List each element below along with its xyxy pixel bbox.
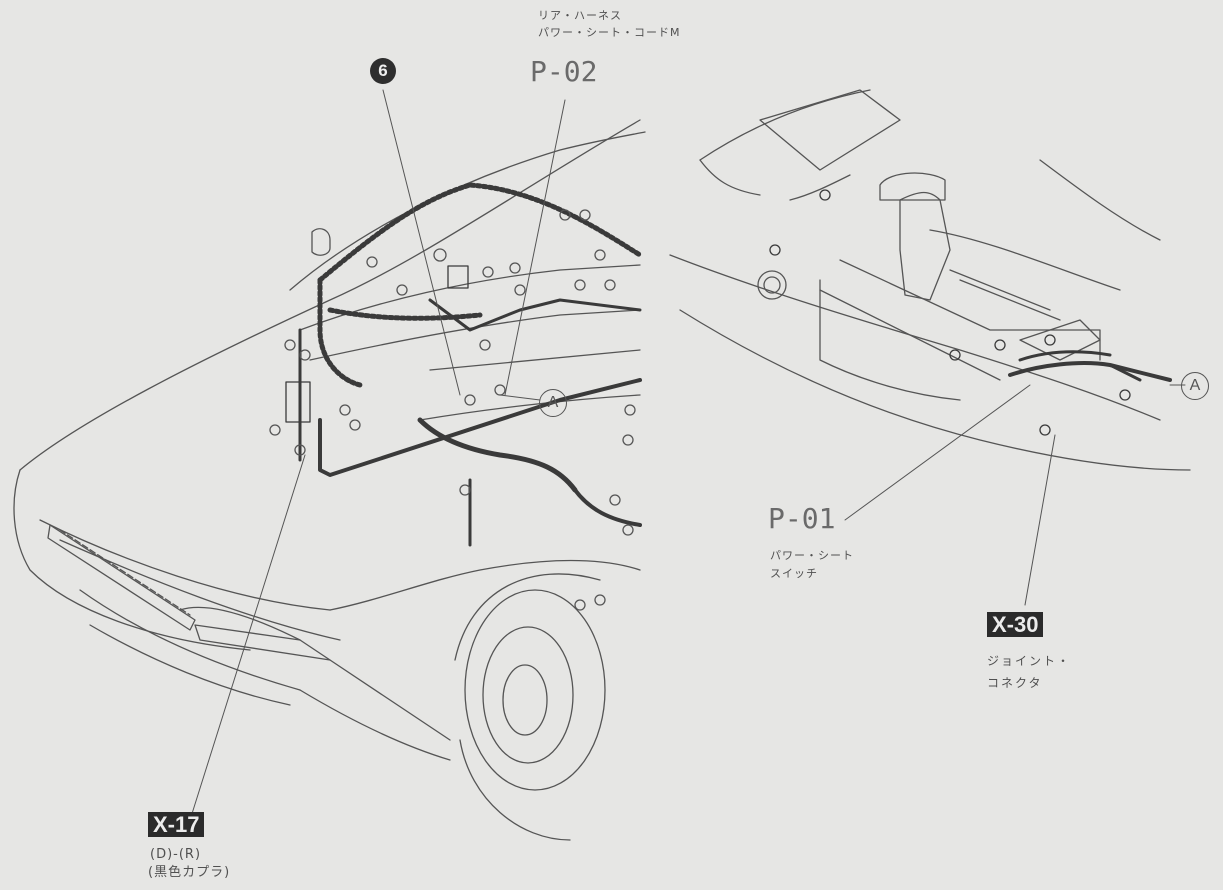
- rear-harness-label: リア・ハーネス: [538, 9, 622, 22]
- x17-badge: X-17: [148, 812, 205, 837]
- power-seat-switch-line2: スイッチ: [770, 567, 818, 580]
- joint-connector-line1: ジョイント・: [987, 654, 1072, 668]
- callout-a-left: A: [539, 389, 567, 417]
- harness-right: [769, 189, 1172, 436]
- p01-code: P-01: [768, 502, 836, 535]
- console-outline: [669, 89, 1191, 471]
- power-seat-cord-label: パワー・シート・コードM: [538, 26, 681, 39]
- callout-6: 6: [370, 58, 396, 84]
- x17-note-label: (黒色カプラ): [148, 865, 231, 880]
- x17-code: X-17: [148, 812, 205, 837]
- harness-left: [285, 182, 643, 547]
- leaders-right: [844, 384, 1186, 606]
- connectors-left: [269, 209, 636, 611]
- x17-sub-label: (D)-(R): [150, 847, 202, 862]
- x30-badge: X-30: [987, 612, 1044, 637]
- leaders-left: [189, 89, 566, 821]
- p02-code: P-02: [530, 55, 598, 88]
- car-outline: [13, 119, 646, 841]
- joint-connector-line2: コネクタ: [987, 676, 1043, 690]
- callout-a-right: A: [1181, 372, 1209, 400]
- power-seat-switch-line1: パワー・シート: [770, 549, 854, 562]
- x30-code: X-30: [987, 612, 1044, 637]
